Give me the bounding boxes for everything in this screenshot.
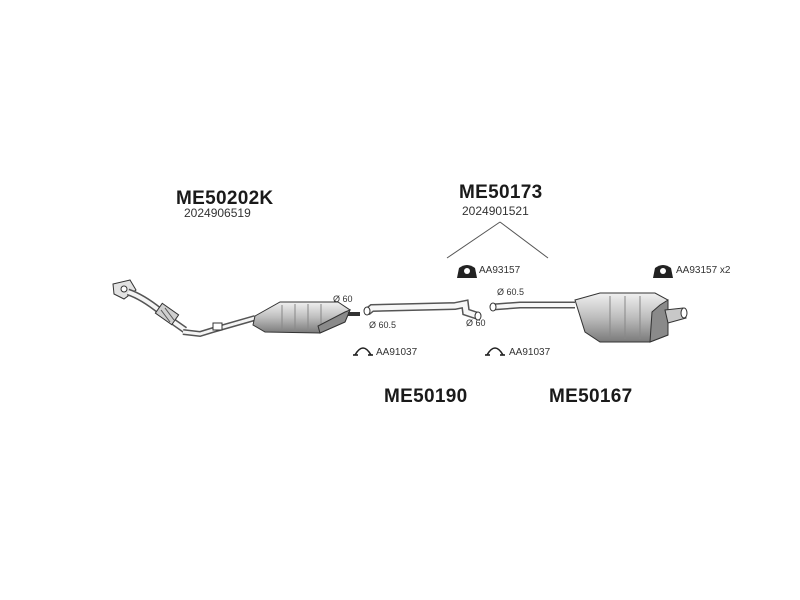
right-clamp-label: AA91037 [509,347,551,358]
front-muffler-icon [252,301,351,334]
front-section-part [112,279,360,338]
rubber-mount-icon [457,265,477,278]
front-part-number: ME50202K [176,188,274,209]
center-oem-number: 2024901521 [462,204,529,218]
rear-section-part [489,292,688,343]
front-oem-number: 2024906519 [184,206,251,220]
center-mount-label: AA93157 [479,265,521,276]
rear-part-number: ME50167 [549,386,633,407]
left-clamp-label: AA91037 [376,347,418,358]
rear-mount-label: AA93157 x2 [676,265,731,276]
diameter-label-4: Ø 60.5 [497,287,525,297]
hanger-bracket-icon [212,322,223,331]
rubber-mount-icon [653,265,673,278]
mid-pipe-part-number: ME50190 [384,386,468,407]
pipe-clamp-icon [353,347,373,356]
rear-muffler-icon [574,292,688,343]
center-part-number: ME50173 [459,182,543,203]
diameter-label-1: Ø 60 [333,294,353,304]
diameter-label-3: Ø 60 [466,318,486,328]
diameter-label-2: Ø 60.5 [369,320,397,330]
center-pipe-part [363,299,482,321]
reference-lines [446,221,549,259]
flex-joint-icon [154,302,180,326]
pipe-clamp-icon [485,347,505,356]
